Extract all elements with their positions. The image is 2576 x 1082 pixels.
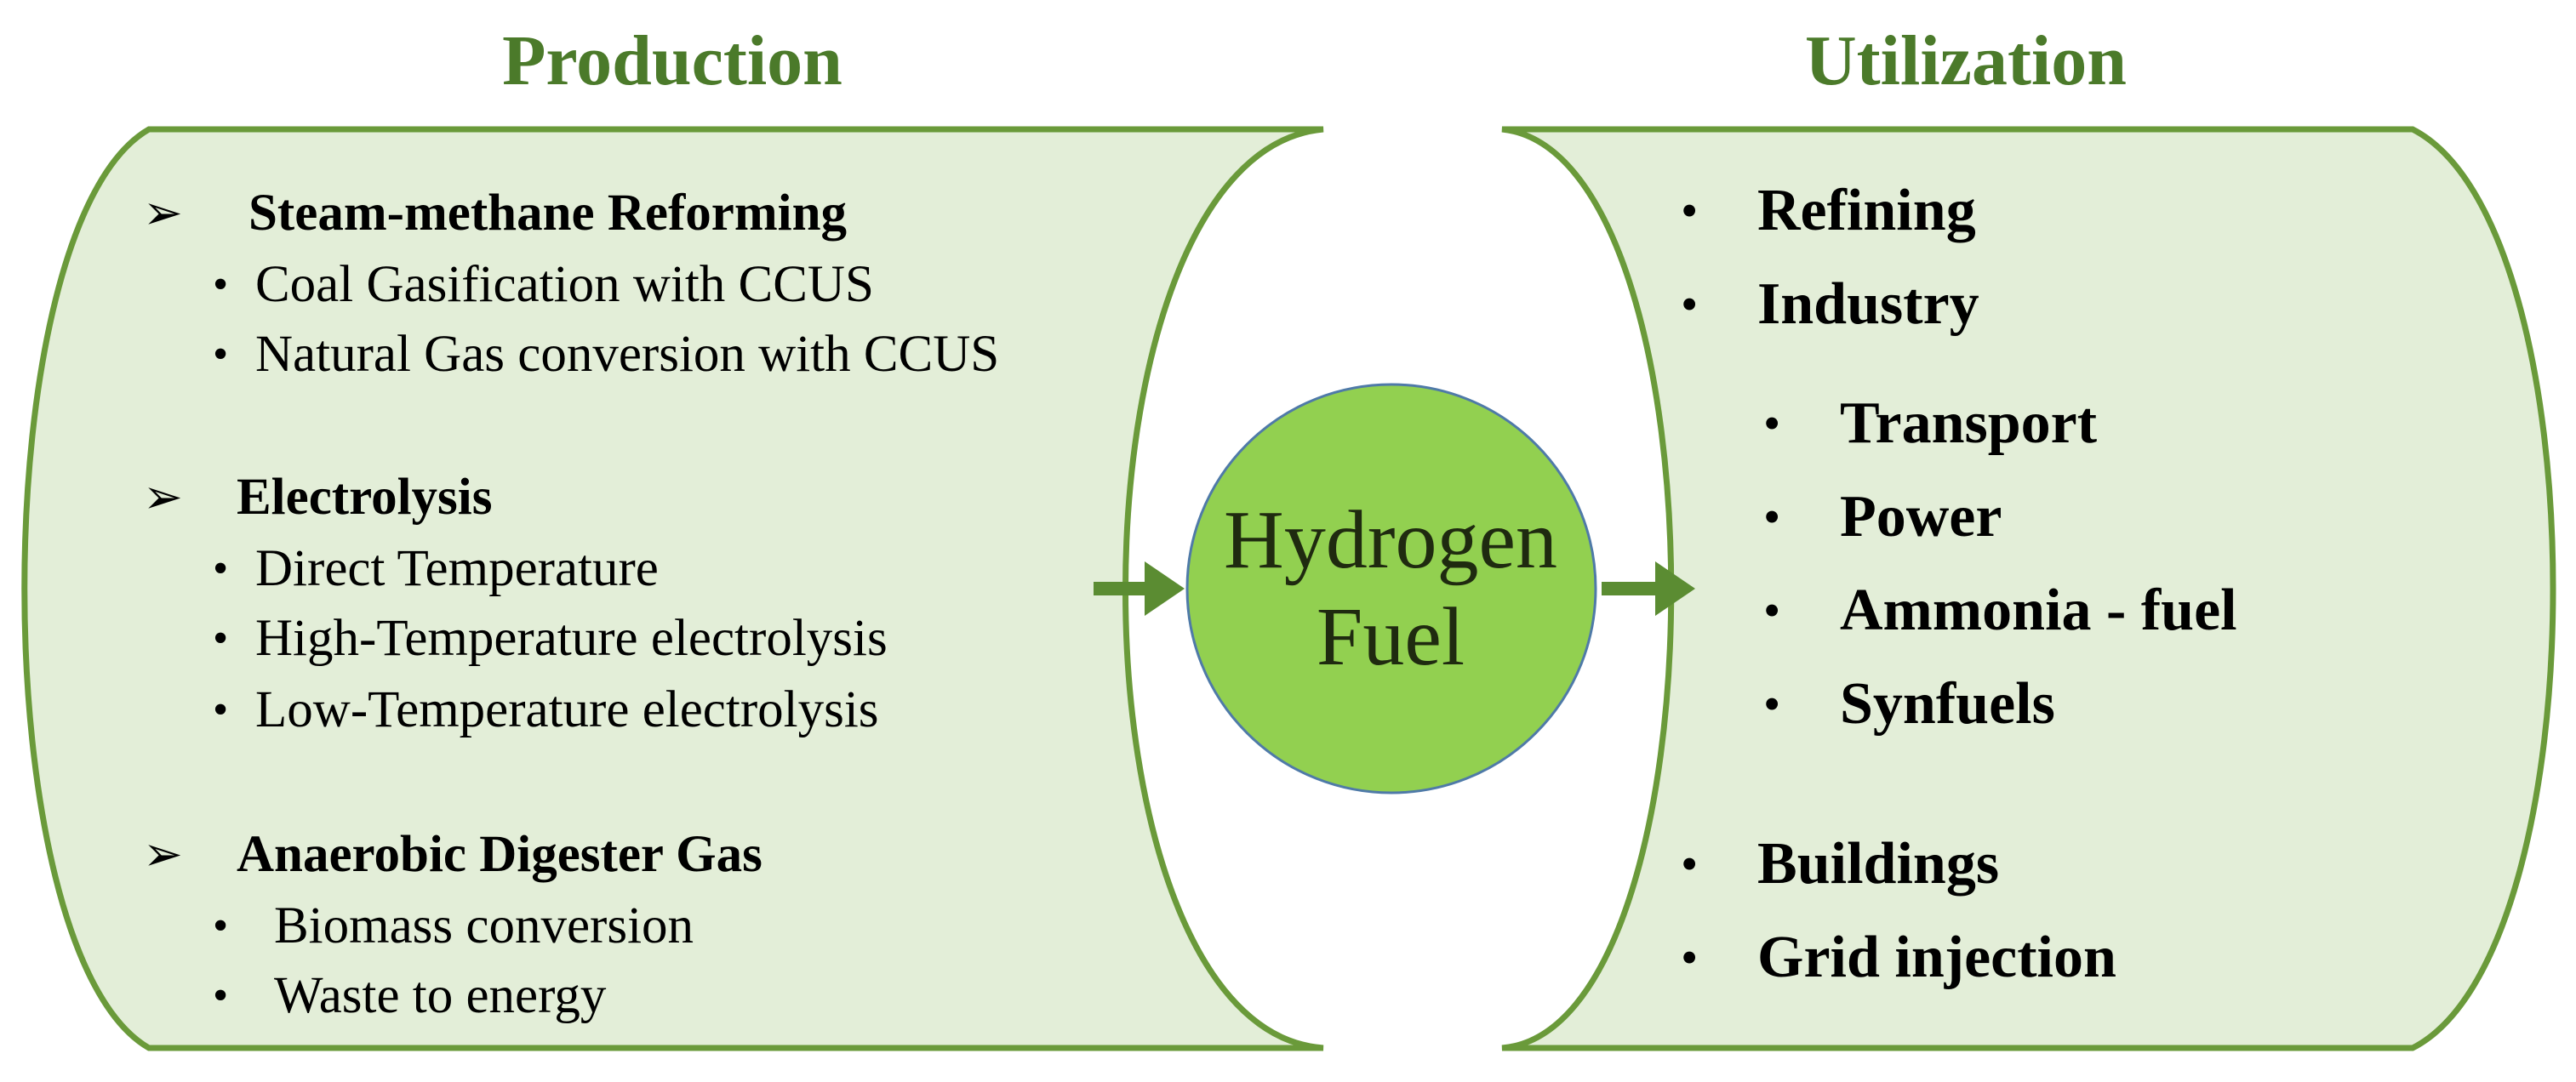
bullet-icon: •: [1763, 396, 1781, 451]
bullet-icon: •: [1681, 930, 1699, 985]
utilization-item: Industry: [1757, 271, 1979, 337]
fuel-to-utilization-arrow: [1602, 561, 1695, 616]
bullet-icon: •: [213, 686, 229, 734]
hydrogen-fuel-label: Hydrogen Fuel: [1186, 492, 1595, 686]
bullet-icon: •: [1681, 836, 1699, 891]
utilization-sub-item: Synfuels: [1840, 671, 2055, 737]
group-title: Steam-methane Reforming: [248, 185, 848, 242]
arrowhead-bullet-icon: ➢: [143, 829, 183, 881]
utilization-item: Refining: [1757, 178, 1976, 243]
production-panel: [21, 126, 1324, 1051]
production-item: Waste to energy: [274, 967, 607, 1024]
bullet-icon: •: [1681, 183, 1699, 238]
bullet-icon: •: [213, 902, 229, 950]
production-to-fuel-arrow: [1094, 561, 1185, 616]
bullet-icon: •: [213, 544, 229, 593]
utilization-item: Buildings: [1757, 831, 2000, 897]
production-item: Direct Temperature: [255, 540, 659, 597]
hydrogen-fuel-circle: [1185, 383, 1597, 794]
production-item: Natural Gas conversion with CCUS: [255, 326, 1000, 383]
bullet-icon: •: [213, 260, 229, 309]
group-title: Anaerobic Digester Gas: [237, 826, 763, 883]
bullet-icon: •: [213, 971, 229, 1020]
bullet-icon: •: [1681, 276, 1699, 332]
bullet-icon: •: [1763, 489, 1781, 544]
arrowhead-bullet-icon: ➢: [143, 471, 183, 524]
center-label-line: Fuel: [1316, 591, 1465, 683]
production-item: High-Temperature electrolysis: [255, 610, 888, 667]
production-item: Low-Temperature electrolysis: [255, 681, 879, 738]
bullet-icon: •: [213, 330, 229, 379]
bullet-icon: •: [1763, 676, 1781, 732]
utilization-sub-item: Transport: [1840, 390, 2098, 456]
bullet-icon: •: [213, 614, 229, 663]
group-title: Electrolysis: [237, 469, 493, 526]
utilization-sub-item: Power: [1840, 484, 2002, 550]
utilization-panel: [1501, 126, 2556, 1051]
utilization-heading: Utilization: [1805, 21, 2127, 100]
utilization-item: Grid injection: [1757, 925, 2116, 990]
arrowhead-bullet-icon: ➢: [143, 187, 183, 240]
bullet-icon: •: [1763, 583, 1781, 638]
production-item: Coal Gasification with CCUS: [255, 256, 874, 313]
production-item: Biomass conversion: [274, 897, 694, 954]
center-label-line: Hydrogen: [1224, 494, 1557, 586]
utilization-sub-item: Ammonia - fuel: [1840, 578, 2237, 643]
production-heading: Production: [502, 21, 842, 100]
